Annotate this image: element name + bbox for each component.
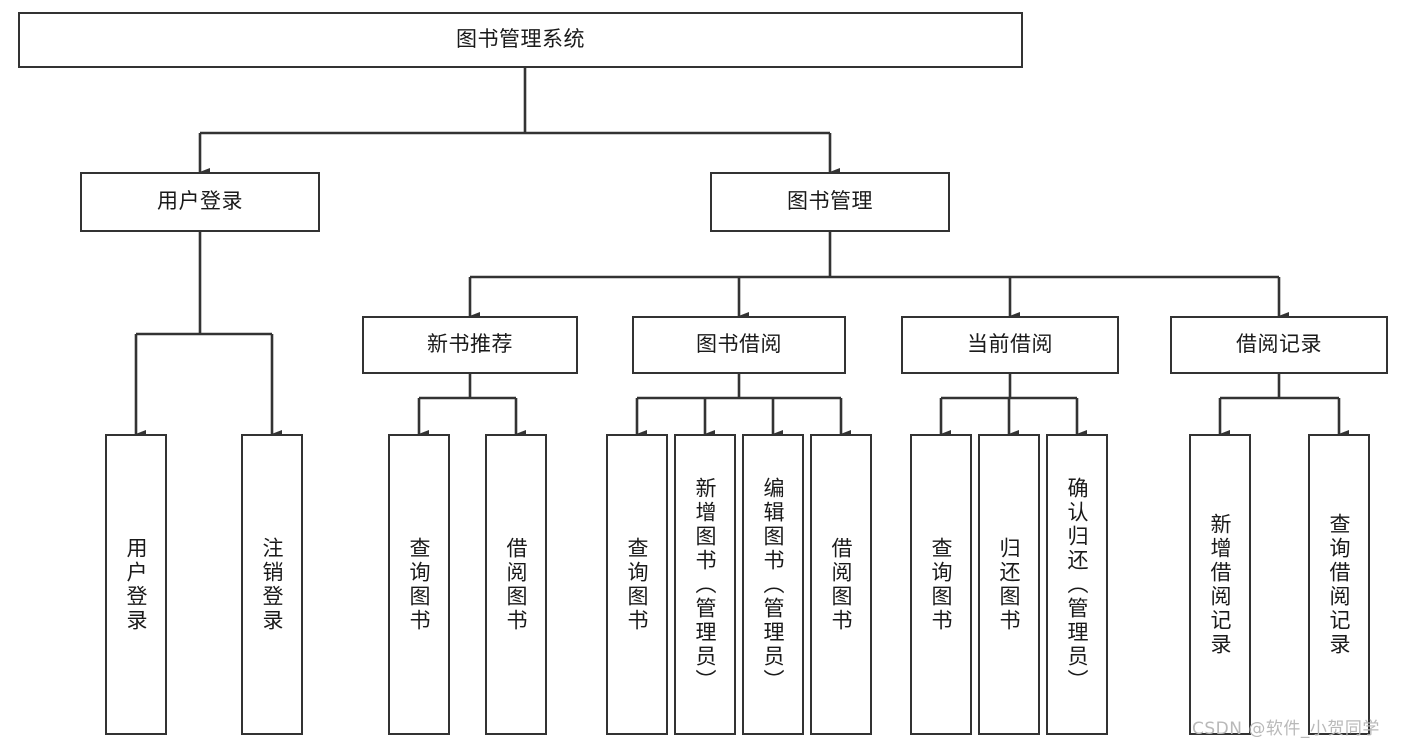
node-book-borrow[interactable]: 图书借阅 <box>632 316 846 374</box>
node-leaf-user-logout[interactable]: 注销登录 <box>241 434 303 735</box>
node-borrow-record[interactable]: 借阅记录 <box>1170 316 1388 374</box>
node-current-borrow-label: 当前借阅 <box>967 332 1053 357</box>
node-current-borrow[interactable]: 当前借阅 <box>901 316 1119 374</box>
node-leaf-confirm-return[interactable]: 确认归还（管理员） <box>1046 434 1108 735</box>
node-leaf-query-record[interactable]: 查询借阅记录 <box>1308 434 1370 735</box>
node-leaf-return-book-label: 归还图书 <box>997 536 1022 633</box>
node-leaf-borrow-book-2[interactable]: 借阅图书 <box>810 434 872 735</box>
node-leaf-query-book-3[interactable]: 查询图书 <box>910 434 972 735</box>
node-leaf-user-login[interactable]: 用户登录 <box>105 434 167 735</box>
node-root[interactable]: 图书管理系统 <box>18 12 1023 68</box>
node-user-login[interactable]: 用户登录 <box>80 172 320 232</box>
node-leaf-confirm-return-label: 确认归还（管理员） <box>1065 476 1090 693</box>
node-leaf-edit-book-label: 编辑图书（管理员） <box>761 476 786 693</box>
node-leaf-edit-book[interactable]: 编辑图书（管理员） <box>742 434 804 735</box>
csdn-watermark: CSDN @软件_小贺同学 <box>1192 719 1380 739</box>
node-leaf-borrow-book-1[interactable]: 借阅图书 <box>485 434 547 735</box>
node-leaf-query-book-2[interactable]: 查询图书 <box>606 434 668 735</box>
node-leaf-query-book-1[interactable]: 查询图书 <box>388 434 450 735</box>
node-new-book-rec-label: 新书推荐 <box>427 332 513 357</box>
node-leaf-borrow-book-2-label: 借阅图书 <box>829 536 854 633</box>
node-leaf-user-logout-label: 注销登录 <box>260 536 285 633</box>
node-leaf-user-login-label: 用户登录 <box>124 536 149 633</box>
node-user-login-label: 用户登录 <box>157 189 243 214</box>
node-leaf-query-book-2-label: 查询图书 <box>625 536 650 633</box>
node-leaf-add-record-label: 新增借阅记录 <box>1208 512 1233 657</box>
node-leaf-return-book[interactable]: 归还图书 <box>978 434 1040 735</box>
node-book-manage-label: 图书管理 <box>787 189 873 214</box>
node-borrow-record-label: 借阅记录 <box>1236 332 1322 357</box>
node-leaf-query-book-3-label: 查询图书 <box>929 536 954 633</box>
node-book-borrow-label: 图书借阅 <box>696 332 782 357</box>
node-leaf-query-record-label: 查询借阅记录 <box>1327 512 1352 657</box>
node-new-book-rec[interactable]: 新书推荐 <box>362 316 578 374</box>
node-leaf-borrow-book-1-label: 借阅图书 <box>504 536 529 633</box>
node-leaf-add-book-label: 新增图书（管理员） <box>693 476 718 693</box>
node-leaf-query-book-1-label: 查询图书 <box>407 536 432 633</box>
node-book-manage[interactable]: 图书管理 <box>710 172 950 232</box>
node-root-label: 图书管理系统 <box>456 27 585 52</box>
node-leaf-add-record[interactable]: 新增借阅记录 <box>1189 434 1251 735</box>
node-leaf-add-book[interactable]: 新增图书（管理员） <box>674 434 736 735</box>
